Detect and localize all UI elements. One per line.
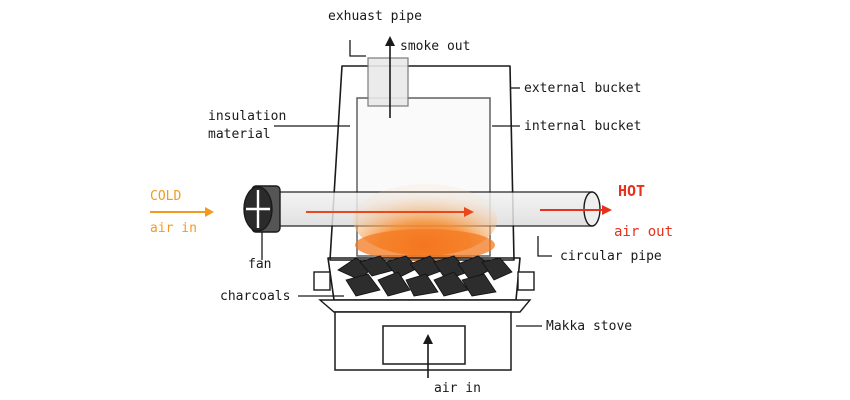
cold-air-arrow bbox=[150, 207, 214, 217]
label-circular-pipe: circular pipe bbox=[560, 249, 662, 264]
label-hot-air-out: air out bbox=[614, 224, 673, 240]
internal-flow-arrow bbox=[306, 207, 474, 217]
flame-glow bbox=[353, 184, 497, 261]
label-charcoals: charcoals bbox=[220, 289, 290, 304]
label-internal-bucket: internal bucket bbox=[524, 119, 641, 134]
label-smoke-out: smoke out bbox=[400, 39, 470, 54]
label-insulation-2: material bbox=[208, 127, 271, 142]
label-insulation-1: insulation bbox=[208, 109, 286, 124]
label-exhaust-pipe: exhuast pipe bbox=[328, 9, 422, 24]
label-cold: COLD bbox=[150, 189, 181, 204]
fan bbox=[243, 185, 281, 233]
label-external-bucket: external bucket bbox=[524, 81, 641, 96]
bottom-air-arrow bbox=[423, 334, 433, 378]
hot-air-arrow bbox=[540, 205, 612, 215]
label-makka-stove: Makka stove bbox=[546, 319, 632, 334]
charcoals bbox=[337, 255, 513, 297]
label-air-in-bottom: air in bbox=[434, 381, 481, 396]
label-hot: HOT bbox=[618, 182, 645, 200]
label-fan: fan bbox=[248, 257, 271, 272]
exhaust-pipe bbox=[367, 57, 409, 107]
makka-stove bbox=[313, 257, 535, 371]
label-cold-air-in: air in bbox=[150, 221, 197, 236]
smoke-out-arrow bbox=[385, 36, 395, 118]
leader-lines bbox=[261, 40, 552, 327]
